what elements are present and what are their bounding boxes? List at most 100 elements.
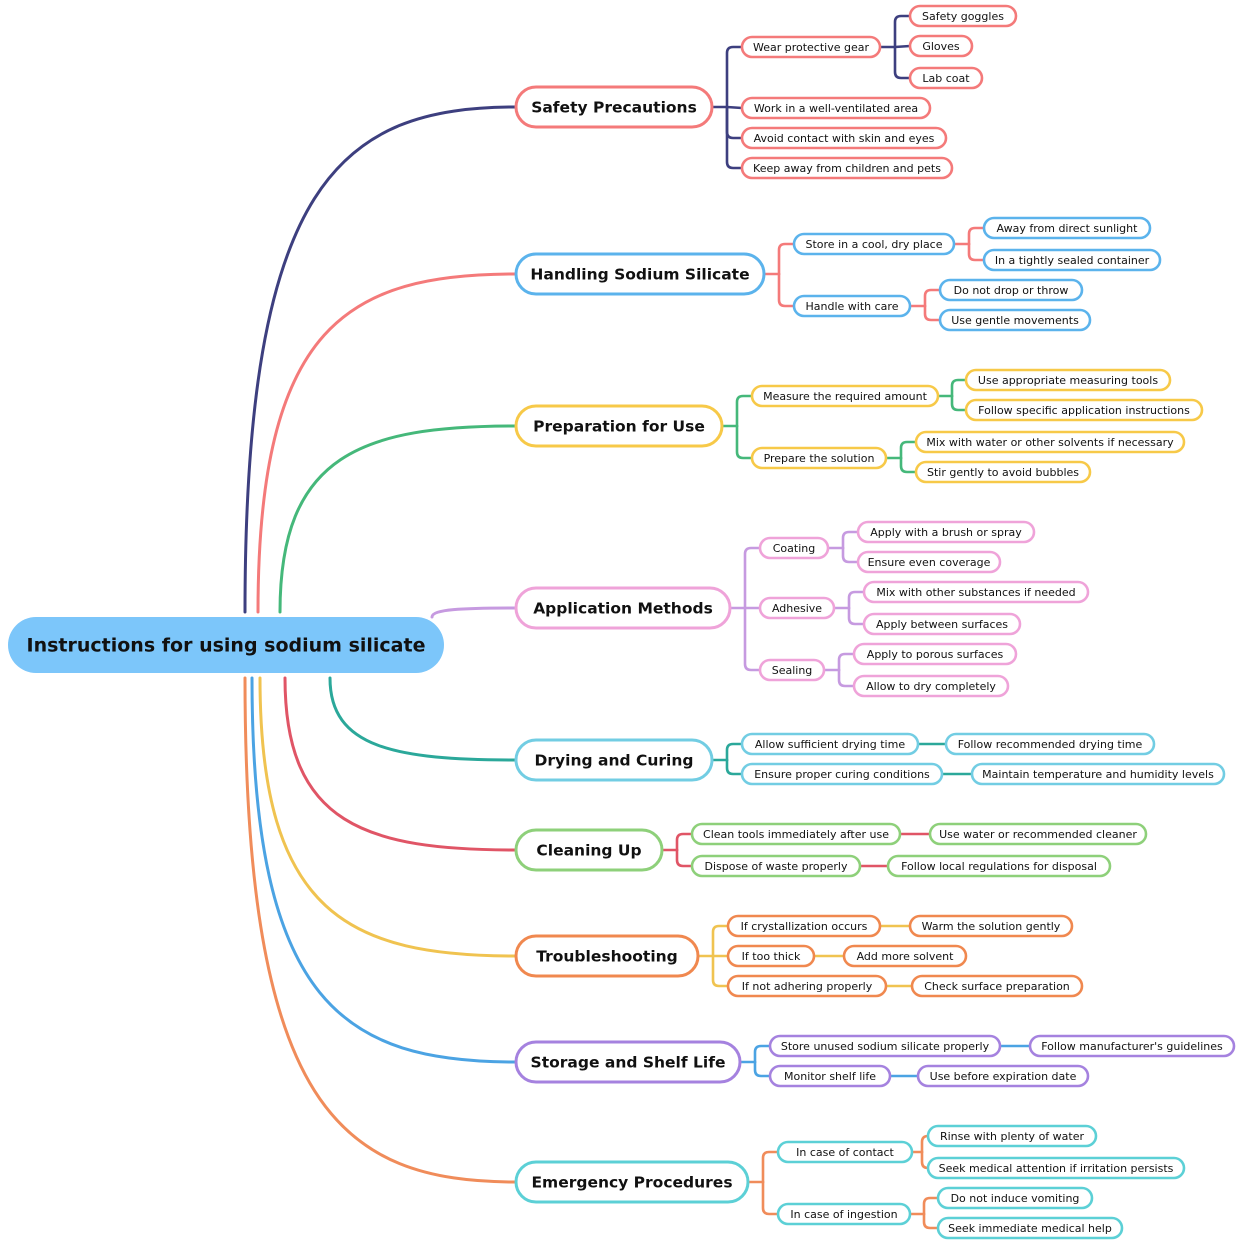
branch-emergency-label: Emergency Procedures	[531, 1174, 732, 1192]
leaf-emergency-1-1[interactable]: Seek immediate medical help	[936, 1216, 1124, 1240]
branch-apply[interactable]: Application Methods	[514, 586, 732, 630]
subtopic-trouble-1[interactable]: If too thick	[726, 944, 816, 968]
leaf-trouble-0-0[interactable]: Warm the solution gently	[908, 914, 1074, 938]
subtopic-safety-1[interactable]: Work in a well-ventilated area	[740, 96, 932, 120]
subtopic-emergency-1[interactable]: In case of ingestion	[776, 1202, 912, 1226]
branch-emergency[interactable]: Emergency Procedures	[514, 1160, 750, 1204]
leaf-prep-1-1[interactable]: Stir gently to avoid bubbles	[914, 460, 1092, 484]
leaf-cleaning-0-0[interactable]: Use water or recommended cleaner	[928, 822, 1148, 846]
subtopic-apply-2[interactable]: Sealing	[758, 658, 826, 682]
leaf-trouble-2-0[interactable]: Check surface preparation	[910, 974, 1084, 998]
subtopic-cleaning-1[interactable]: Dispose of waste properly	[690, 854, 862, 878]
branch-safety-box	[514, 85, 714, 129]
leaf-apply-1-1[interactable]: Apply between surfaces	[862, 612, 1022, 636]
branch-emergency-bracket-link-1	[761, 1180, 780, 1216]
subtopic-emergency-0[interactable]: In case of contact	[776, 1140, 914, 1164]
subtopic-trouble-2[interactable]: If not adhering properly	[726, 974, 888, 998]
branch-curve-prep	[278, 424, 518, 614]
leaf-drying-0-0-box	[944, 732, 1156, 756]
leaf-emergency-0-1[interactable]: Seek medical attention if irritation per…	[926, 1156, 1186, 1180]
leaf-emergency-1-0[interactable]: Do not induce vomiting	[936, 1186, 1094, 1210]
branch-handling-bracket-link-0	[777, 242, 796, 276]
leaf-storage-0-0[interactable]: Follow manufacturer's guidelines	[1028, 1034, 1236, 1058]
leaf-apply-0-1-label: Ensure even coverage	[868, 556, 991, 569]
subtopic-storage-0[interactable]: Store unused sodium silicate properly	[768, 1034, 1002, 1058]
branch-handling[interactable]: Handling Sodium Silicate	[514, 252, 766, 296]
subtopic-drying-1[interactable]: Ensure proper curing conditions	[740, 762, 944, 786]
leaf-cleaning-1-0[interactable]: Follow local regulations for disposal	[886, 854, 1112, 878]
subtopic-safety-3[interactable]: Keep away from children and pets	[740, 156, 954, 180]
subtopic-apply-2-box	[758, 658, 826, 682]
branch-storage[interactable]: Storage and Shelf Life	[514, 1040, 742, 1084]
leaf-prep-0-1[interactable]: Follow specific application instructions	[964, 398, 1204, 422]
subtopic-handling-0-label: Store in a cool, dry place	[806, 238, 943, 251]
subtopic-prep-0-box	[750, 384, 940, 408]
branch-safety-bracket-link-3	[725, 105, 744, 170]
branch-prep[interactable]: Preparation for Use	[514, 404, 724, 448]
subtopic-safety-2-box	[740, 126, 948, 150]
subtopic-safety-0-label: Wear protective gear	[753, 41, 870, 54]
leaf-handling-0-0[interactable]: Away from direct sunlight	[982, 216, 1152, 240]
subtopic-safety-2[interactable]: Avoid contact with skin and eyes	[740, 126, 948, 150]
branch-drying[interactable]: Drying and Curing	[514, 738, 714, 782]
subtopic-safety-1-box	[740, 96, 932, 120]
branch-curve-handling	[256, 272, 518, 614]
root-topic-box	[8, 617, 444, 673]
branch-cleaning[interactable]: Cleaning Up	[514, 828, 664, 872]
leaf-trouble-1-0[interactable]: Add more solvent	[842, 944, 968, 968]
subtopic-prep-1-bracket-link-1	[899, 456, 918, 474]
leaf-apply-2-0-box	[852, 642, 1018, 666]
subtopic-safety-2-label: Avoid contact with skin and eyes	[754, 132, 935, 145]
leaf-handling-1-0[interactable]: Do not drop or throw	[938, 278, 1084, 302]
leaf-prep-1-0[interactable]: Mix with water or other solvents if nece…	[914, 430, 1186, 454]
subtopic-prep-0[interactable]: Measure the required amount	[750, 384, 940, 408]
leaf-drying-0-0[interactable]: Follow recommended drying time	[944, 732, 1156, 756]
branch-trouble[interactable]: Troubleshooting	[514, 934, 700, 978]
branch-safety-bracket-link-0	[725, 45, 744, 109]
leaf-safety-0-2[interactable]: Lab coat	[908, 66, 984, 90]
leaf-prep-0-1-box	[964, 398, 1204, 422]
subtopic-safety-3-label: Keep away from children and pets	[753, 162, 941, 175]
subtopic-trouble-0[interactable]: If crystallization occurs	[726, 914, 882, 938]
branch-handling-label: Handling Sodium Silicate	[530, 266, 749, 284]
leaf-emergency-0-0-box	[926, 1124, 1098, 1148]
subtopic-prep-1[interactable]: Prepare the solution	[750, 446, 888, 470]
leaf-drying-1-0[interactable]: Maintain temperature and humidity levels	[970, 762, 1226, 786]
leaf-apply-2-0[interactable]: Apply to porous surfaces	[852, 642, 1018, 666]
branch-curve-safety	[243, 105, 518, 614]
subtopic-handling-1[interactable]: Handle with care	[792, 294, 912, 318]
subtopic-handling-0[interactable]: Store in a cool, dry place	[792, 232, 956, 256]
branch-safety[interactable]: Safety Precautions	[514, 85, 714, 129]
subtopic-handling-0-bracket-link-1	[967, 242, 986, 262]
leaf-handling-0-1[interactable]: In a tightly sealed container	[982, 248, 1162, 272]
leaf-cleaning-0-0-box	[928, 822, 1148, 846]
leaf-prep-0-0[interactable]: Use appropriate measuring tools	[964, 368, 1172, 392]
leaf-safety-0-0-label: Safety goggles	[922, 10, 1004, 23]
subtopic-cleaning-0[interactable]: Clean tools immediately after use	[690, 822, 902, 846]
leaf-apply-0-0[interactable]: Apply with a brush or spray	[856, 520, 1036, 544]
branch-curve-emergency	[243, 676, 518, 1184]
branch-cleaning-box	[514, 828, 664, 872]
leaf-storage-1-0[interactable]: Use before expiration date	[916, 1064, 1090, 1088]
subtopic-prep-0-bracket-link-1	[950, 394, 968, 412]
leaf-emergency-0-0[interactable]: Rinse with plenty of water	[926, 1124, 1098, 1148]
leaf-storage-1-0-box	[916, 1064, 1090, 1088]
subtopic-drying-0[interactable]: Allow sufficient drying time	[740, 732, 920, 756]
leaf-handling-1-1[interactable]: Use gentle movements	[938, 308, 1092, 332]
leaf-apply-1-1-label: Apply between surfaces	[876, 618, 1008, 631]
leaf-apply-1-0[interactable]: Mix with other substances if needed	[862, 580, 1090, 604]
subtopic-apply-2-label: Sealing	[772, 664, 813, 677]
subtopic-storage-1[interactable]: Monitor shelf life	[768, 1064, 892, 1088]
root-topic[interactable]: Instructions for using sodium silicate	[8, 617, 444, 673]
leaf-safety-0-0[interactable]: Safety goggles	[908, 4, 1018, 28]
leaf-apply-2-1[interactable]: Allow to dry completely	[852, 674, 1010, 698]
leaf-apply-2-1-label: Allow to dry completely	[866, 680, 996, 693]
branch-drying-bracket-link-0	[725, 742, 744, 762]
leaf-safety-0-1[interactable]: Gloves	[908, 34, 974, 58]
subtopic-apply-0[interactable]: Coating	[758, 536, 830, 560]
subtopic-safety-0[interactable]: Wear protective gear	[740, 35, 882, 59]
leaf-trouble-0-0-label: Warm the solution gently	[922, 920, 1061, 933]
subtopic-apply-1[interactable]: Adhesive	[758, 596, 836, 620]
leaf-apply-0-1[interactable]: Ensure even coverage	[856, 550, 1002, 574]
